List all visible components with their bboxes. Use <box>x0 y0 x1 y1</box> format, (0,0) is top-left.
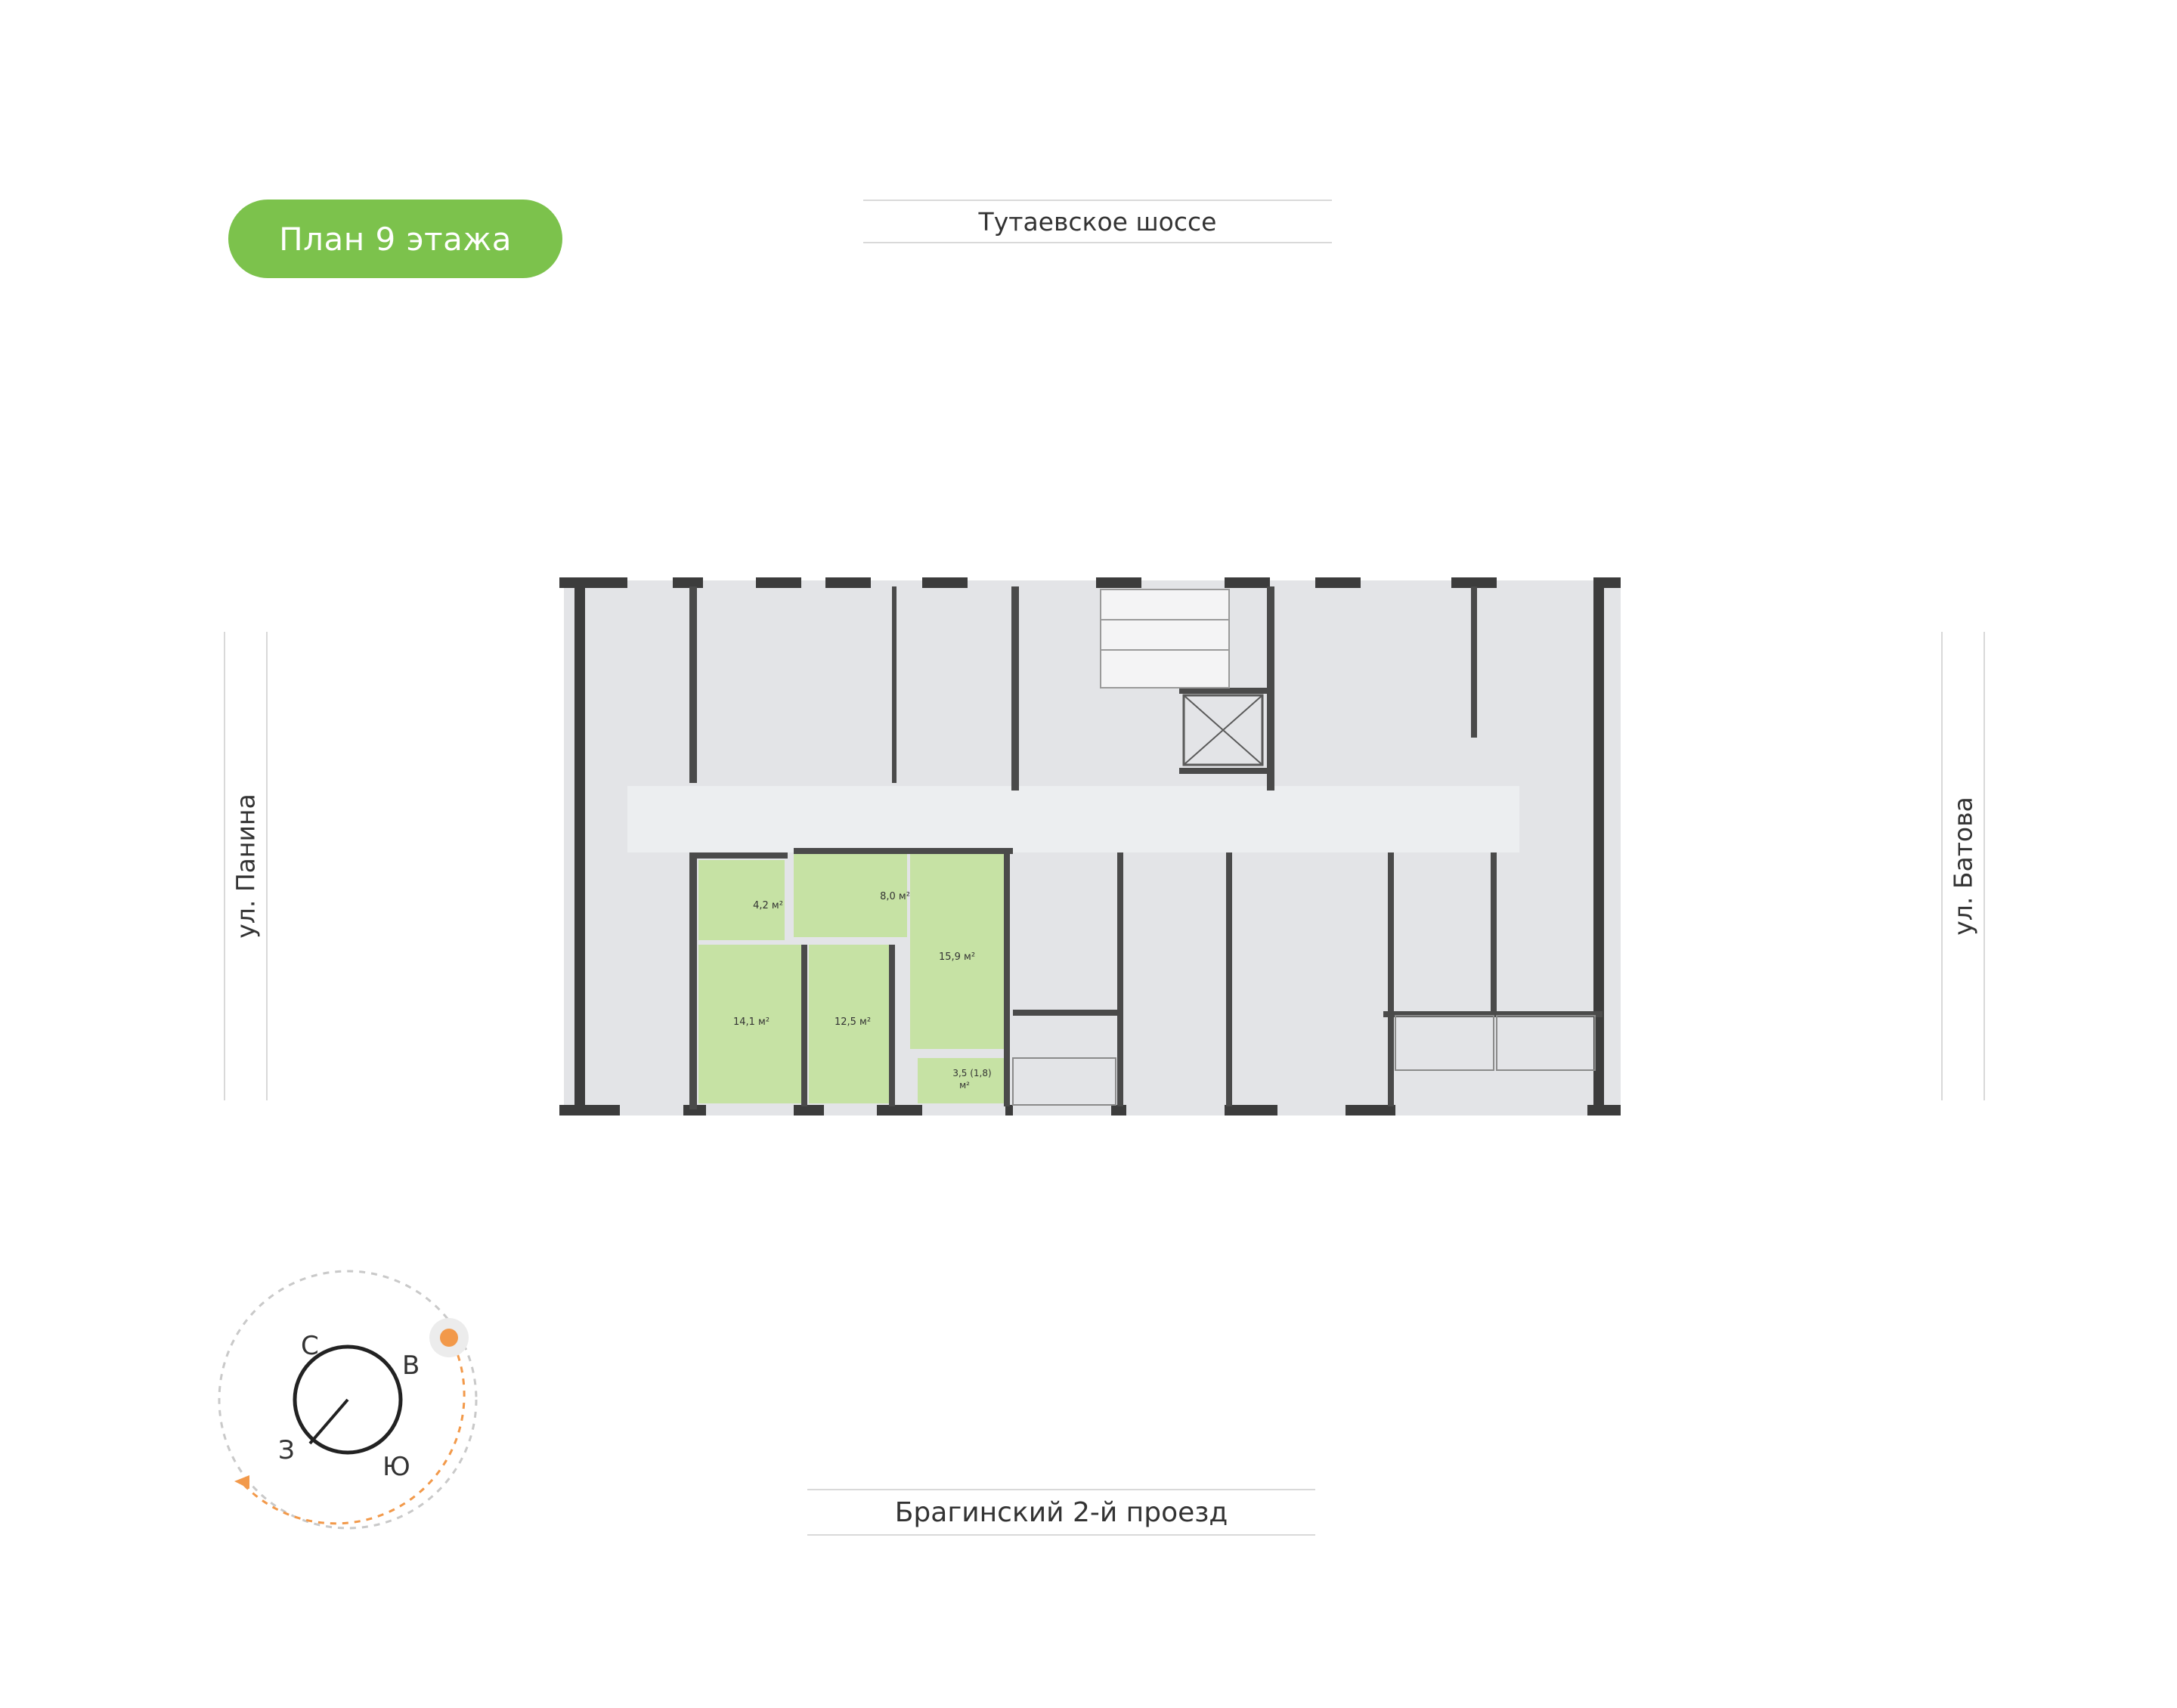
compass-label-south: Ю <box>382 1452 410 1482</box>
outer-walls <box>559 577 1621 1115</box>
street-label-bottom: Брагинский 2-й проезд <box>807 1489 1315 1536</box>
room-hall <box>794 854 907 937</box>
room-balcony <box>918 1058 1008 1103</box>
room-kitchen <box>809 945 895 1103</box>
corridor <box>627 786 1519 852</box>
street-label-right-frame: ул. Батова <box>1941 632 1985 1100</box>
room-area-bedroom: 14,1 м² <box>733 1016 770 1028</box>
direction-arrow-icon <box>234 1475 249 1489</box>
floor-plan-badge: План 9 этажа <box>228 200 562 278</box>
street-label-top: Тутаевское шоссе <box>863 200 1332 243</box>
room-bath <box>698 860 785 940</box>
highlighted-apartment <box>698 854 1008 1103</box>
compass-label-east: В <box>402 1351 420 1381</box>
elevator <box>1182 694 1264 766</box>
street-label-left-frame: ул. Панина <box>224 632 268 1100</box>
compass-label-north: С <box>301 1331 319 1361</box>
interior-walls <box>689 586 1603 1109</box>
compass-rose: С В Ю З <box>218 1270 478 1530</box>
sun-icon <box>440 1329 458 1347</box>
room-bedroom <box>698 945 806 1103</box>
compass-needle <box>308 1398 349 1445</box>
staircase <box>1100 589 1230 688</box>
room-area-kitchen: 12,5 м² <box>835 1016 871 1028</box>
sun-path-dashed <box>218 1270 478 1530</box>
compass-label-west: З <box>278 1435 295 1465</box>
room-area-balcony-unit: м² <box>959 1080 970 1091</box>
room-area-balcony: 3,5 (1,8) <box>952 1068 991 1078</box>
room-living <box>910 854 1008 1049</box>
room-area-bath: 4,2 м² <box>753 900 783 911</box>
sun-path-orange <box>240 1343 466 1525</box>
balconies <box>1012 1015 1596 1106</box>
room-area-living: 15,9 м² <box>939 951 975 963</box>
room-area-hall: 8,0 м² <box>880 891 910 902</box>
